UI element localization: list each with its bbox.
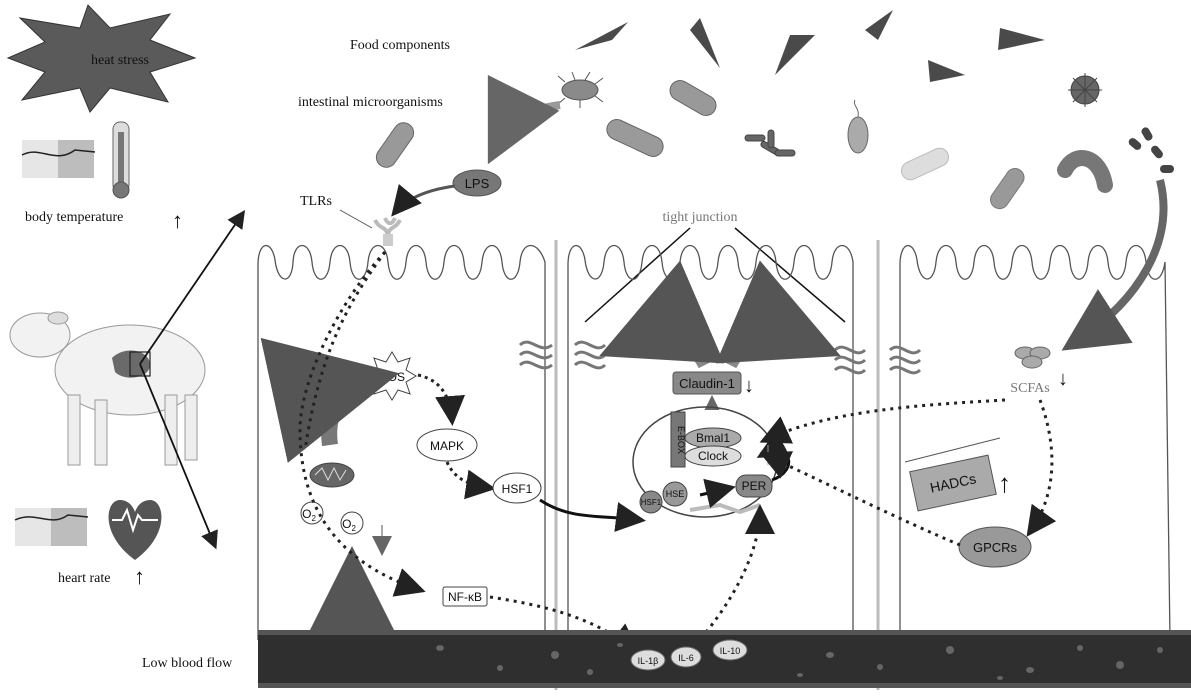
tlrs-label: TLRs [300,194,332,209]
il6-node [670,646,702,668]
cell-borders [554,240,880,690]
scfas-label: SCFAs [1010,381,1049,396]
o2-bubble-2 [340,511,364,535]
arrow-microbe-to-lps [487,74,561,165]
claudin-arrow-right [715,260,841,369]
body-temperature-label: body temperature [25,210,123,225]
claudin1-box [672,371,742,395]
gpcrs-label: GPCRs [973,540,1018,555]
microorganisms [375,71,1174,210]
hadcs-line [904,437,1001,463]
low-blood-flow-label: Low blood flow [142,656,233,671]
il1b-node [630,649,666,671]
arrow-to-intestine-bottom [139,363,218,550]
arrow-ros-to-mapk [417,373,466,426]
hadcs-up-arrow: ↑ [998,469,1011,498]
body-temperature-graphic [21,121,130,199]
il10-label: IL-10 [720,646,741,656]
arrow-microbes-to-scfas [1061,179,1168,351]
ros-label: ROS [379,370,405,384]
lps-node [452,169,502,197]
gpcrs-node [958,526,1032,568]
arrow-tlrs-to-mito [303,251,387,451]
per-node [735,474,773,498]
hse-node [662,481,688,507]
mitochondrion [309,462,355,488]
arrow-tlrs-to-nfkb [298,250,426,597]
scfas-node [1014,346,1051,369]
tlrs-pointer [339,209,373,229]
arrow-il6-to-per [688,504,775,652]
clock-label: Clock [698,449,729,463]
tight-junction-label: tight junction [662,210,737,225]
hsf1-label: HSF1 [502,482,533,496]
arrow-hse-to-per [699,478,736,509]
per-label: PER [742,479,767,493]
arrow-hsf1-to-nucleus [539,498,646,532]
nfkb-label: NF-κB [448,590,482,604]
il1b-label: IL-1β [638,656,659,666]
hse-label: HSE [666,489,685,499]
body-temperature-up-arrow: ↑ [172,208,183,233]
hsf1-small-label: HSF1 [641,498,662,507]
mapk-label: MAPK [430,439,464,453]
heart-rate-label: heart rate [58,571,110,586]
scfas-down-arrow: ↓ [1058,368,1068,390]
claudin-arrow-left [599,260,725,369]
o2-label-1: O2 [302,507,316,523]
tlr-receptor-icon [373,217,402,246]
heat-stress-star: heat stress [6,4,197,113]
sheep-illustration [9,311,206,466]
food-components-triangles [575,10,1045,82]
claudin1-label: Claudin-1 [679,376,735,391]
arrow-scfas-to-clock [759,398,1006,444]
arrow-mito-to-ros [260,337,400,464]
arrow-to-intestine-top [139,210,246,365]
claudin1-down-arrow: ↓ [744,375,754,397]
clock-node [684,445,742,467]
ebox-label: E-BOX [676,426,686,454]
tight-junction-proteins [518,340,922,375]
nfkb-box [442,586,488,607]
mapk-node [416,428,478,462]
arrow-mapk-to-hsf1 [445,461,496,500]
intestinal-microorganisms-label: intestinal microorganisms [298,95,443,110]
il10-node [712,639,748,661]
hadcs-box [909,454,997,512]
hsf1-node [492,472,542,504]
o2-label-2: O2 [342,517,356,533]
arrow-scfas-to-gpcrs [1026,399,1057,537]
heat-stress-label: heat stress [91,53,149,68]
mitochondrion-cristae [314,466,347,482]
arrow-lps-to-tlrs [391,183,456,217]
heart-rate-graphic [14,500,162,560]
lps-label: LPS [465,176,490,191]
arrow-gpcrs-to-clock [759,451,961,547]
bmal1-label: Bmal1 [696,431,730,445]
il6-label: IL-6 [678,653,694,663]
heart-rate-up-arrow: ↑ [134,564,145,589]
food-components-label: Food components [350,38,450,53]
